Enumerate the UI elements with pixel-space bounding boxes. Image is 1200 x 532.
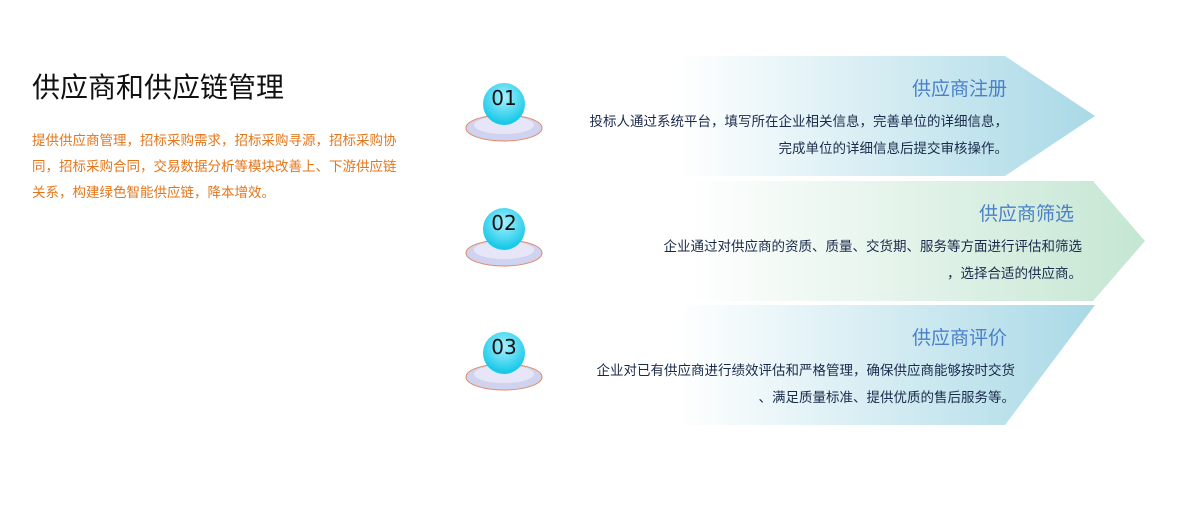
step-2-number-badge: 02 xyxy=(463,205,545,275)
step-2-arrow-band xyxy=(560,181,1145,301)
step-card-1: 01 供应商注册 投标人通过系统平台，填写所在企业相关信息，完善单位的详细信息，… xyxy=(0,56,1200,176)
step-1-title: 供应商注册 xyxy=(911,78,1007,100)
step-3-text: 企业对已有供应商进行绩效评估和严格管理，确保供应商能够按时交货 、满足质量标准、… xyxy=(545,358,1016,412)
step-1-text-line-1: 投标人通过系统平台，填写所在企业相关信息，完善单位的详细信息， xyxy=(589,114,1009,130)
intro-description: 提供供应商管理，招标采购需求，招标采购寻源，招标采购协同，招标采购合同，交易数据… xyxy=(32,133,397,201)
step-1-text-line-2: 完成单位的详细信息后提交审核操作。 xyxy=(778,141,1009,157)
disc-icon xyxy=(465,332,543,391)
step-2-number: 02 xyxy=(491,211,517,235)
step-2-title: 供应商筛选 xyxy=(978,203,1074,225)
step-1-number-badge: 01 xyxy=(463,80,545,150)
step-3-number: 03 xyxy=(491,335,517,359)
intro-title: 供应商和供应链管理 xyxy=(32,71,285,104)
step-3-text-line-2: 、满足质量标准、提供优质的售后服务等。 xyxy=(758,390,1016,406)
step-card-3: 03 供应商评价 企业对已有供应商进行绩效评估和严格管理，确保供应商能够按时交货… xyxy=(0,305,1200,425)
step-1-number: 01 xyxy=(491,86,517,110)
step-3-title: 供应商评价 xyxy=(911,327,1007,349)
step-2-text-line-1: 企业通过对供应商的资质、质量、交货期、服务等方面进行评估和筛选 xyxy=(663,239,1083,255)
disc-icon xyxy=(465,208,543,267)
step-2-text: 企业通过对供应商的资质、质量、交货期、服务等方面进行评估和筛选 ，选择合适的供应… xyxy=(612,234,1083,288)
step-3-arrow-band xyxy=(560,305,1095,425)
step-1-text: 投标人通过系统平台，填写所在企业相关信息，完善单位的详细信息， 完成单位的详细信… xyxy=(548,109,1009,163)
step-card-2: 02 供应商筛选 企业通过对供应商的资质、质量、交货期、服务等方面进行评估和筛选… xyxy=(0,181,1200,301)
disc-icon xyxy=(465,83,543,142)
step-3-text-line-1: 企业对已有供应商进行绩效评估和严格管理，确保供应商能够按时交货 xyxy=(596,363,1016,379)
step-2-text-line-2: ，选择合适的供应商。 xyxy=(947,266,1082,282)
step-1-arrow-band xyxy=(560,56,1095,176)
step-3-number-badge: 03 xyxy=(463,329,545,399)
